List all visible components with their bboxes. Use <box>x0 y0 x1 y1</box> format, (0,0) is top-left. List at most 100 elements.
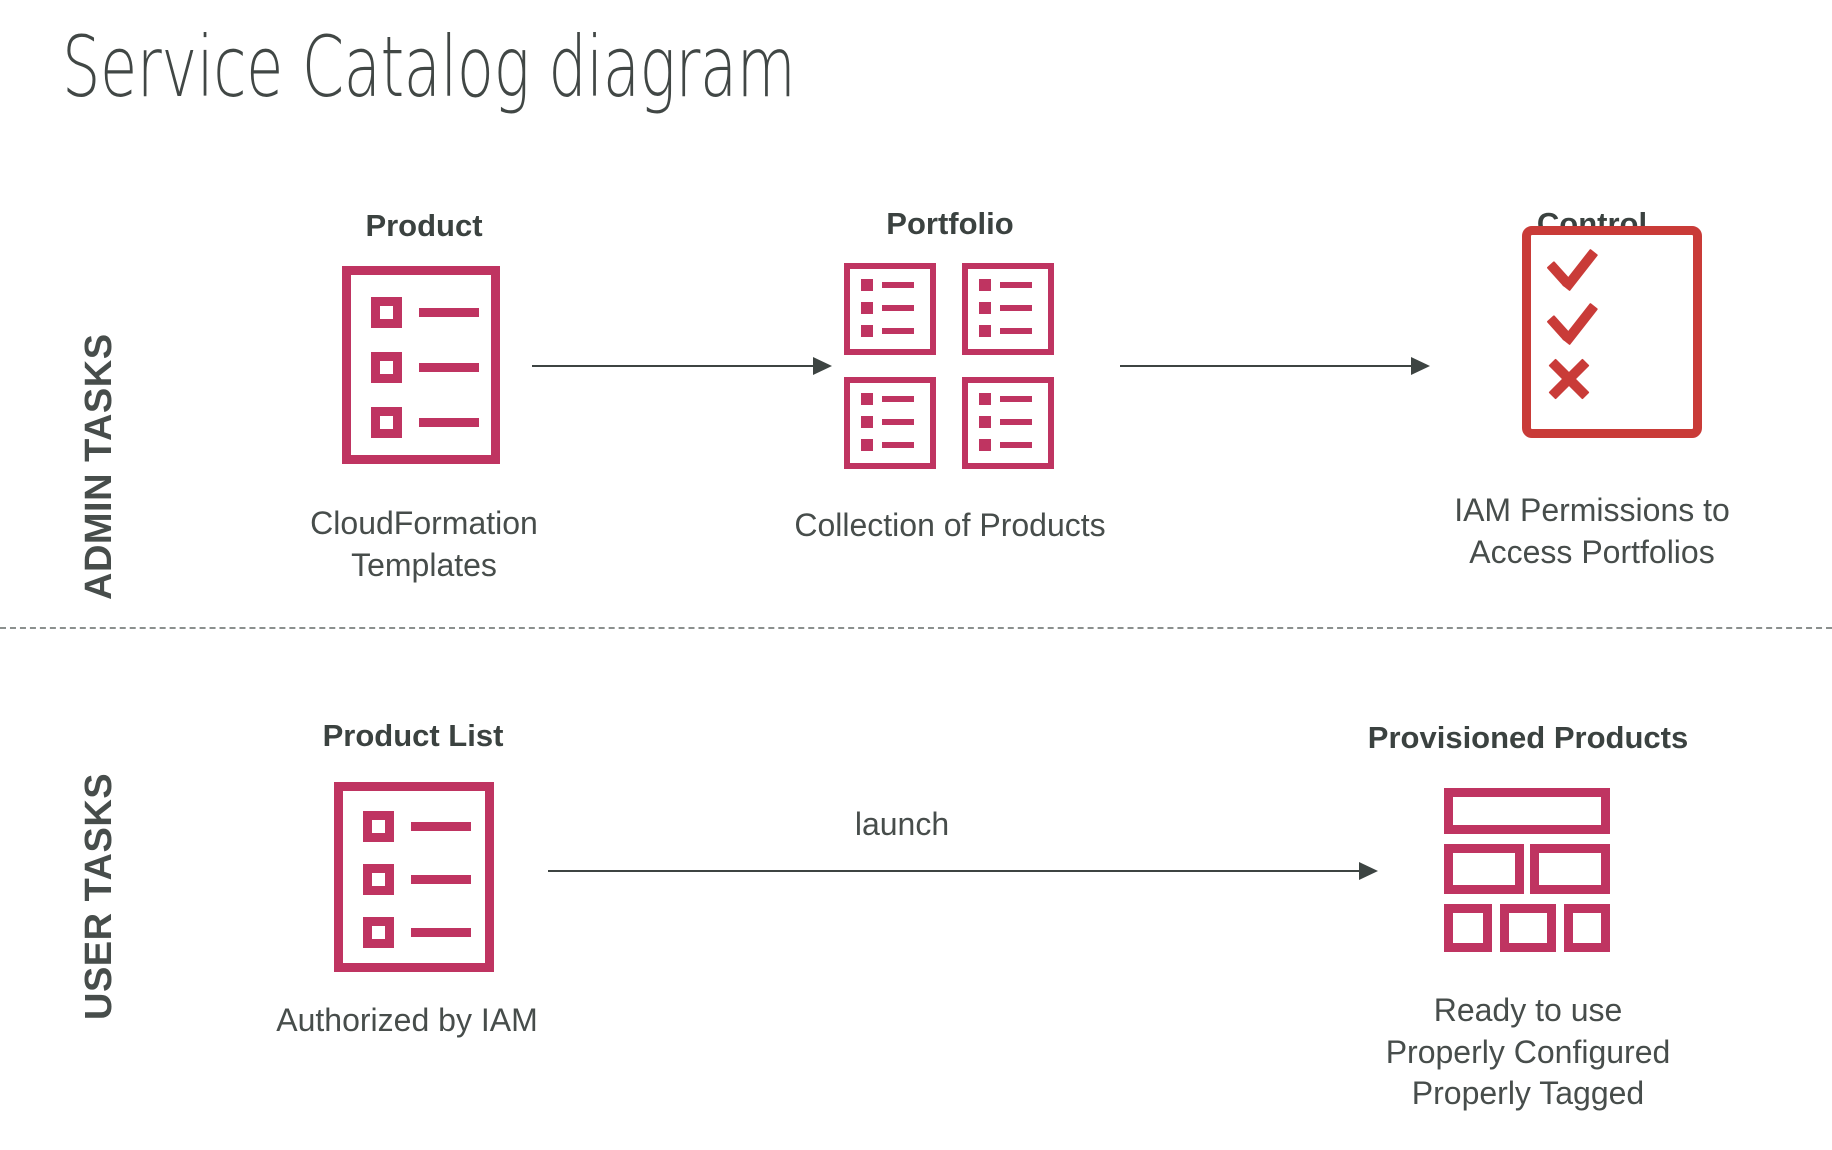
block-small <box>1444 904 1492 952</box>
checklist-row <box>363 811 471 842</box>
checkbox-square <box>861 279 873 291</box>
checklist-line <box>411 875 471 884</box>
caption-line: IAM Permissions to <box>1454 492 1730 528</box>
checklist-line <box>419 418 479 427</box>
launch-arrow <box>548 862 1378 880</box>
portfolio-mini-product <box>844 377 936 469</box>
checkbox-square <box>861 325 873 337</box>
checklist-line <box>419 308 479 317</box>
node-heading-portfolio: Portfolio <box>886 206 1014 241</box>
node-caption-product-list: Authorized by IAM <box>276 1000 537 1042</box>
checkbox-square <box>371 297 402 328</box>
checklist-row <box>979 325 1032 337</box>
check-icon <box>1543 249 1599 289</box>
lane-label-admin-tasks: ADMIN TASKS <box>78 333 120 600</box>
checklist-row <box>979 393 1032 405</box>
checkbox-square <box>861 302 873 314</box>
caption-line: CloudFormation <box>310 505 538 541</box>
checklist-row <box>363 864 471 895</box>
checklist-row <box>861 325 914 337</box>
checkbox-square <box>371 352 402 383</box>
checklist-row <box>861 302 914 314</box>
checklist-line <box>882 442 914 448</box>
checkbox-square <box>979 393 991 405</box>
checkbox-square <box>363 917 394 948</box>
node-heading-provisioned-products: Provisioned Products <box>1367 720 1689 755</box>
checklist-row <box>861 279 914 291</box>
checklist-line <box>1000 419 1032 425</box>
checkbox-square <box>861 439 873 451</box>
checkbox-square <box>363 864 394 895</box>
block-medium <box>1530 844 1610 894</box>
node-heading-product: Product <box>365 208 483 243</box>
checkbox-square <box>979 279 991 291</box>
lane-label-user-tasks: USER TASKS <box>78 772 120 1020</box>
node-caption-product: CloudFormation Templates <box>310 503 538 586</box>
checklist-line <box>1000 282 1032 288</box>
checklist-line <box>882 305 914 311</box>
caption-line: Properly Tagged <box>1411 1075 1645 1112</box>
checkbox-square <box>371 407 402 438</box>
caption-line: Access Portfolios <box>1469 533 1715 570</box>
portfolio-mini-product <box>962 377 1054 469</box>
checkbox-square <box>363 811 394 842</box>
checklist-row <box>979 302 1032 314</box>
checklist-line <box>1000 396 1032 402</box>
checklist-row <box>979 416 1032 428</box>
lane-divider <box>0 627 1832 629</box>
caption-line: Ready to use <box>1433 992 1623 1028</box>
node-heading-product-list: Product List <box>322 718 504 753</box>
checklist-line <box>1000 442 1032 448</box>
checklist-line <box>1000 328 1032 334</box>
checklist-line <box>411 822 471 831</box>
caption-line: Templates <box>351 546 497 583</box>
checklist-row <box>371 407 479 438</box>
node-caption-provisioned-products: Ready to use Properly Configured Properl… <box>1386 990 1671 1115</box>
checklist-row <box>371 352 479 383</box>
portfolio-mini-product <box>962 263 1054 355</box>
block-medium <box>1444 844 1524 894</box>
portfolio-mini-product <box>844 263 936 355</box>
checkbox-square <box>979 416 991 428</box>
arrow-product-to-portfolio <box>532 357 832 375</box>
checklist-row <box>861 416 914 428</box>
checkbox-square <box>979 325 991 337</box>
caption-line: Properly Configured <box>1385 1033 1671 1070</box>
checkbox-square <box>861 393 873 405</box>
checklist-line <box>882 282 914 288</box>
portfolio-grid-icon <box>844 263 1056 469</box>
checklist-row <box>363 917 471 948</box>
caption-line: Authorized by IAM <box>276 1002 538 1038</box>
arrow-label-launch: launch <box>854 806 950 842</box>
checklist-line <box>1000 305 1032 311</box>
provisioned-products-blocks-icon <box>1444 788 1616 956</box>
arrow-shaft <box>548 870 1359 872</box>
node-caption-control: IAM Permissions to Access Portfolios <box>1454 490 1730 573</box>
control-checkmarks-icon <box>1522 226 1702 438</box>
checklist-row <box>861 439 914 451</box>
block-small <box>1564 904 1610 952</box>
checklist-line <box>882 419 914 425</box>
checklist-row <box>979 279 1032 291</box>
checklist-line <box>882 396 914 402</box>
arrow-head <box>813 357 832 375</box>
product-checklist-icon <box>342 266 500 464</box>
caption-line: Collection of Products <box>794 507 1106 543</box>
arrow-head <box>1411 357 1430 375</box>
arrow-shaft <box>1120 365 1411 367</box>
block-small <box>1500 904 1556 952</box>
arrow-portfolio-to-control <box>1120 357 1430 375</box>
checklist-line <box>882 328 914 334</box>
block-wide <box>1444 788 1610 834</box>
arrow-shaft <box>532 365 813 367</box>
checklist-row <box>979 439 1032 451</box>
product-list-checklist-icon <box>334 782 494 972</box>
check-icon <box>1543 303 1599 343</box>
checklist-row <box>371 297 479 328</box>
checklist-row <box>861 393 914 405</box>
checklist-line <box>419 363 479 372</box>
node-caption-portfolio: Collection of Products <box>794 505 1105 547</box>
checkbox-square <box>979 439 991 451</box>
cross-icon <box>1545 355 1593 403</box>
